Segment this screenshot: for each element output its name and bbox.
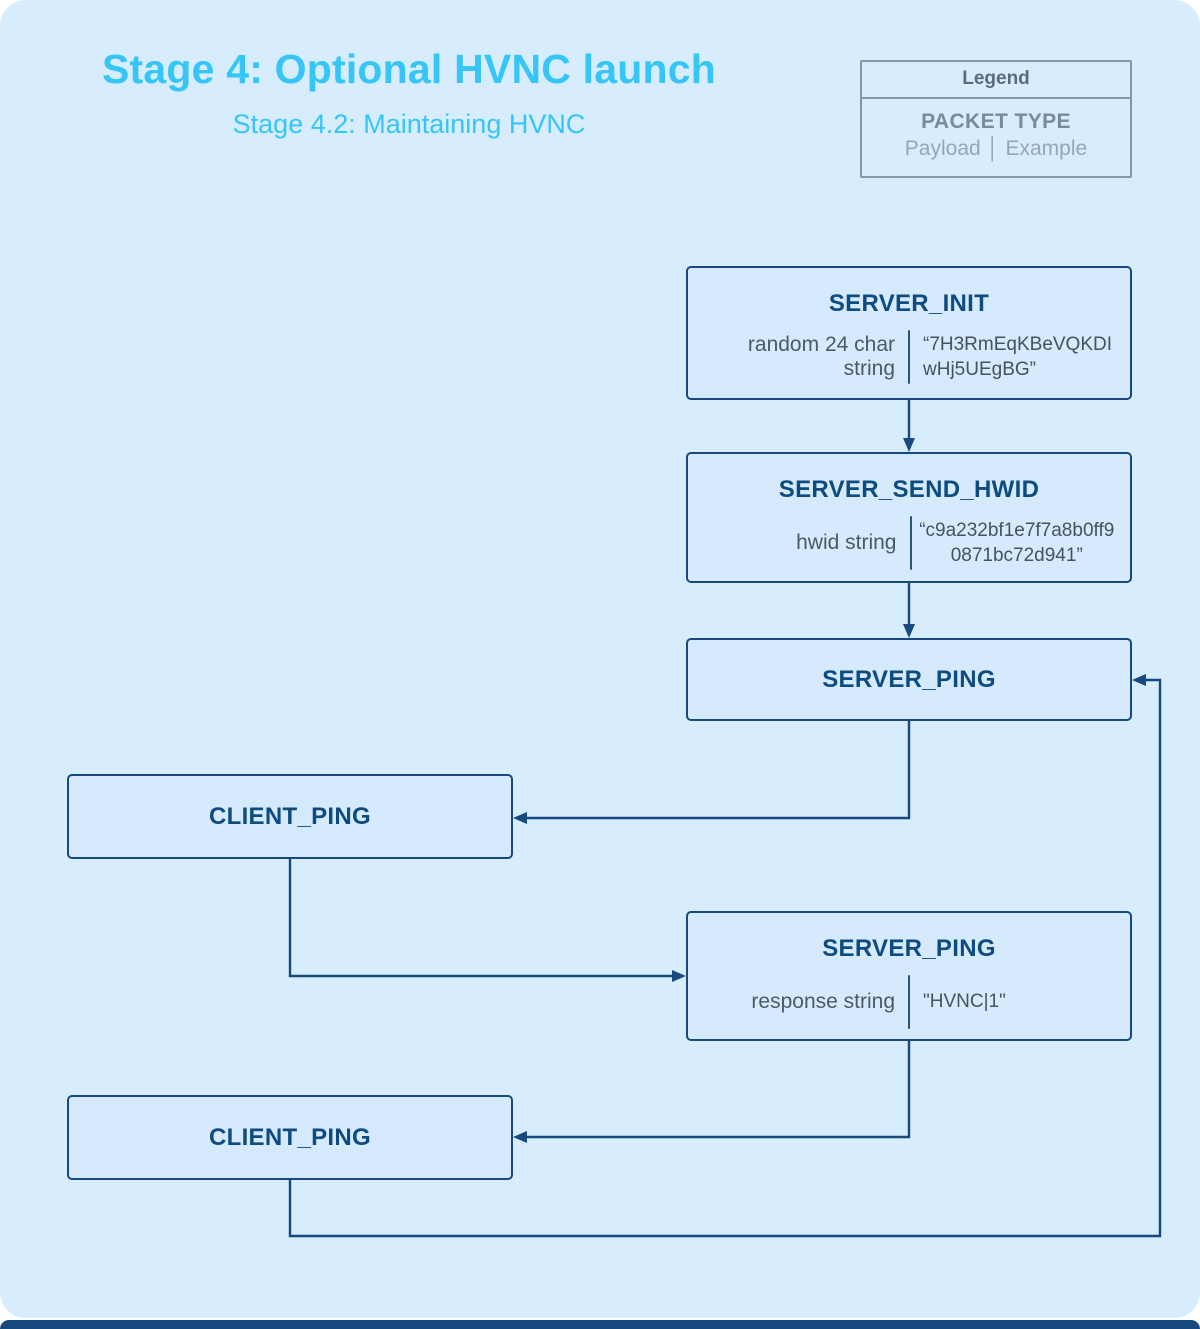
payload-example-divider (908, 330, 910, 384)
legend-packet-type-label: PACKET TYPE (921, 110, 1071, 133)
packet-row: hwid string “c9a232bf1e7f7a8b0ff90871bc7… (688, 516, 1130, 570)
page-title: Stage 4: Optional HVNC launch (101, 46, 717, 92)
packet-row: response string "HVNC|1" (688, 975, 1130, 1029)
node-title: CLIENT_PING (209, 802, 371, 830)
legend-box: Legend PACKET TYPE Payload │ Example (860, 60, 1132, 178)
node-title: SERVER_PING (822, 935, 996, 962)
page-header: Stage 4: Optional HVNC launch Stage 4.2:… (64, 46, 754, 140)
node-title: CLIENT_PING (209, 1123, 371, 1151)
node-server-ping-1: SERVER_PING (686, 638, 1132, 721)
legend-title: Legend (862, 62, 1130, 99)
packet-row: random 24 char string “7H3RmEqKBeVQKDIwH… (688, 330, 1130, 384)
node-title: SERVER_INIT (828, 290, 990, 317)
node-client-ping-2: CLIENT_PING (67, 1095, 513, 1180)
example-value: “7H3RmEqKBeVQKDIwHj5UEgBG” (923, 333, 1113, 380)
node-client-ping-1: CLIENT_PING (67, 774, 513, 859)
node-server-init: SERVER_INIT random 24 char string “7H3Rm… (686, 266, 1132, 400)
legend-payload-example-label: Payload │ Example (904, 137, 1088, 160)
node-title: SERVER_SEND_HWID (778, 476, 1040, 503)
page-subtitle: Stage 4.2: Maintaining HVNC (232, 109, 586, 139)
node-title: SERVER_PING (822, 665, 996, 693)
legend-body: PACKET TYPE Payload │ Example (862, 99, 1130, 176)
footer-bar (0, 1320, 1200, 1329)
payload-label: response string (751, 990, 895, 1013)
payload-label: random 24 char string (747, 333, 895, 380)
example-value: “c9a232bf1e7f7a8b0ff90871bc72d941” (919, 519, 1115, 566)
node-server-send-hwid: SERVER_SEND_HWID hwid string “c9a232bf1e… (686, 452, 1132, 583)
node-server-ping-2: SERVER_PING response string "HVNC|1" (686, 911, 1132, 1041)
payload-label: hwid string (796, 531, 897, 554)
payload-example-divider (909, 516, 912, 570)
example-value: "HVNC|1" (923, 991, 1006, 1013)
payload-example-divider (908, 975, 910, 1029)
